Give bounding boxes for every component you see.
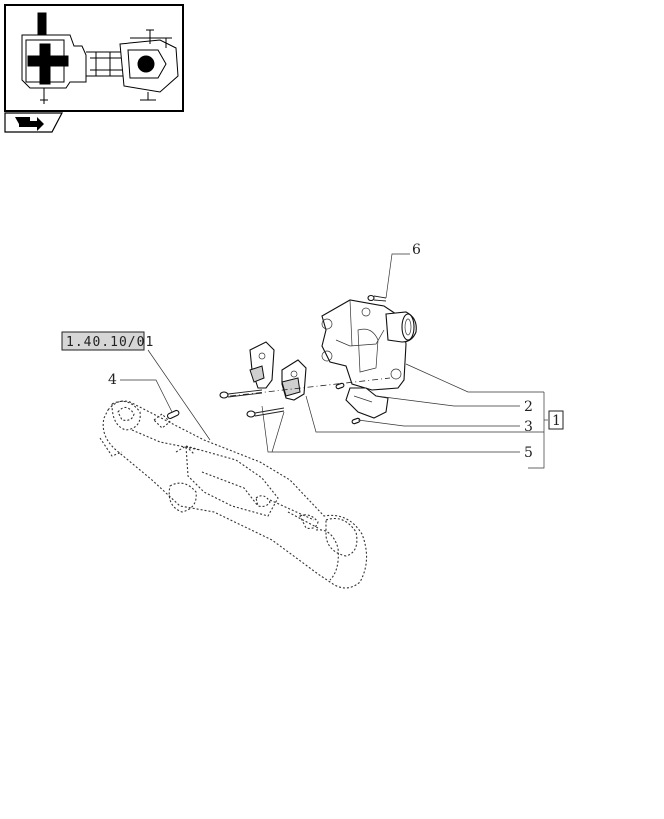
bolt-short [246, 407, 285, 418]
screw [367, 294, 387, 302]
pin-part-3 [351, 417, 361, 425]
reference-label: 1.40.10/01 [66, 335, 154, 350]
back-arrow-button[interactable] [4, 112, 63, 133]
callout-1-label: 1 [552, 413, 561, 429]
assembly-thumbnail-icon [21, 12, 179, 104]
callout-6-label: 6 [412, 242, 421, 258]
callout-1: 1 [548, 410, 564, 430]
assembly-thumbnail[interactable] [4, 4, 184, 112]
back-arrow-icon [15, 117, 44, 131]
bolt-long [219, 389, 263, 399]
leader-lines [120, 253, 548, 469]
assembly-axis-line [229, 377, 391, 397]
steering-knuckle [321, 299, 417, 419]
callout-3-label: 3 [524, 419, 533, 435]
clamp-half-right [281, 359, 307, 401]
callout-2-label: 2 [524, 399, 533, 415]
callout-5-label: 5 [524, 445, 533, 461]
callout-4-label: 4 [108, 372, 117, 388]
clamp-half-left [249, 341, 275, 389]
axle-housing-outline [99, 400, 368, 589]
reference-label-box[interactable]: 1.40.10/01 [61, 331, 154, 351]
pin-part-2 [335, 382, 345, 390]
pin-part-4 [166, 409, 180, 419]
